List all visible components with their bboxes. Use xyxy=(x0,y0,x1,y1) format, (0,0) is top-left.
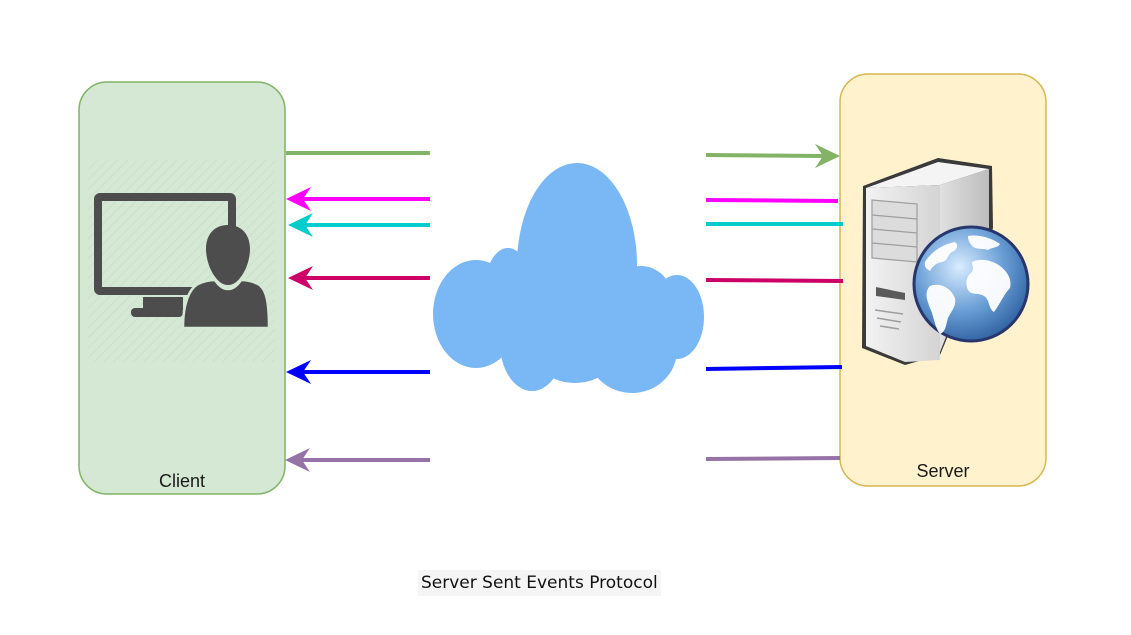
event-3-arrowhead xyxy=(288,266,313,290)
event-3-server-segment xyxy=(705,278,844,283)
request-arrowhead xyxy=(815,144,840,168)
event-4-arrowhead xyxy=(286,360,311,384)
client-node: Client xyxy=(78,81,286,495)
web-server-icon xyxy=(862,158,1030,365)
client-label: Client xyxy=(159,471,205,491)
connections-group xyxy=(285,144,844,472)
event-5-server-segment xyxy=(705,456,841,461)
event-1-arrowhead xyxy=(286,187,311,211)
request-server-segment xyxy=(705,153,827,158)
event-1-server-segment xyxy=(705,198,839,203)
event-5-arrowhead xyxy=(285,448,310,472)
diagram-title: Server Sent Events Protocol xyxy=(418,570,661,596)
cloud-icon xyxy=(433,163,704,393)
server-node: Server xyxy=(839,73,1047,487)
event-4-server-segment xyxy=(705,365,843,371)
server-label: Server xyxy=(916,461,969,481)
user-computer-icon xyxy=(94,193,271,330)
event-2-arrowhead xyxy=(288,213,313,237)
